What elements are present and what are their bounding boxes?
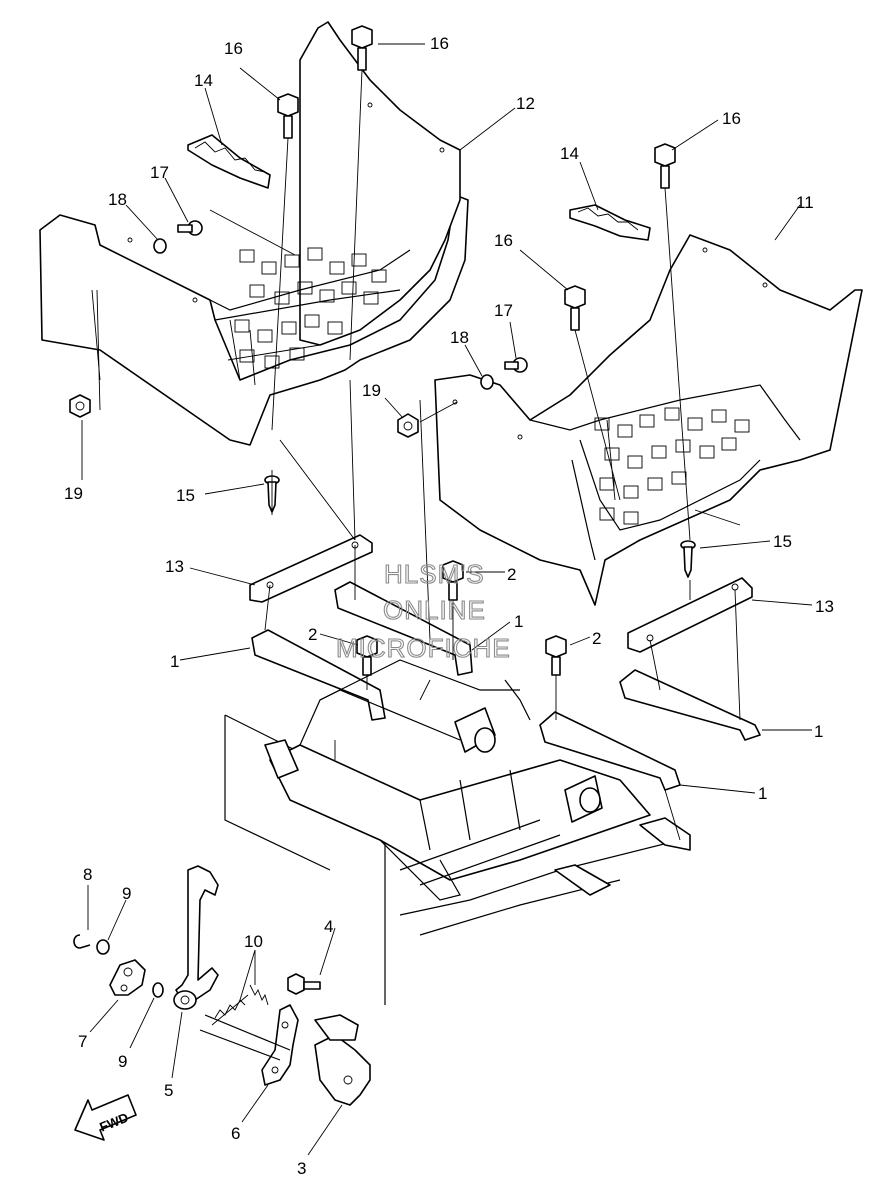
bracket-1-right-upper <box>619 669 761 741</box>
left-footrest-grid <box>234 247 387 369</box>
left-tread <box>187 134 271 189</box>
callout-label: 16 <box>722 109 741 128</box>
plate-13-left <box>249 534 373 603</box>
callout-label: 16 <box>224 39 243 58</box>
brake-pedal-5 <box>173 865 219 1010</box>
callout-label: 7 <box>78 1032 87 1051</box>
bracket-1-right-lower <box>539 711 681 791</box>
callout-label: 1 <box>514 612 523 631</box>
lever-3 <box>314 1014 371 1106</box>
callout-label: 4 <box>324 917 333 936</box>
bolt-16a <box>351 25 373 71</box>
callout-label: 15 <box>176 486 195 505</box>
nut-19a <box>69 394 91 418</box>
callout-label: 5 <box>164 1081 173 1100</box>
callout-label: 13 <box>165 557 184 576</box>
watermark-line-3: MICROFICHE <box>336 633 511 663</box>
callout-label: 1 <box>758 784 767 803</box>
bolt-16c <box>654 143 676 189</box>
callout-label: 9 <box>122 884 131 903</box>
callout-label: 3 <box>297 1159 306 1178</box>
callout-label: 17 <box>494 301 513 320</box>
callout-label: 17 <box>150 163 169 182</box>
bolt-4 <box>287 973 321 995</box>
callout-labels: 1 1 1 1 2 2 2 3 4 5 6 7 8 9 9 10 11 12 1… <box>64 34 834 1178</box>
callout-label: 11 <box>796 193 814 212</box>
fwd-arrow-icon: FWD <box>74 1094 137 1141</box>
bolt-2c <box>545 635 567 676</box>
callout-label: 14 <box>560 144 579 163</box>
plate-7 <box>109 959 146 996</box>
bolt-16d <box>564 285 586 331</box>
bracket-1-upper-left <box>334 581 473 676</box>
washer-18b <box>480 374 494 390</box>
right-footrest-board <box>434 234 863 606</box>
plate-13-right <box>627 577 753 653</box>
callout-label: 6 <box>231 1124 240 1143</box>
watermark-line-1: HLSM'S <box>384 559 485 589</box>
washer-18a <box>153 238 167 254</box>
vehicle-frame <box>224 659 691 1005</box>
washer-9a <box>96 939 110 955</box>
callout-label: 16 <box>494 231 513 250</box>
left-footrest-board <box>39 21 469 446</box>
right-tread <box>569 204 651 241</box>
callout-label: 2 <box>507 565 516 584</box>
callout-label: 13 <box>815 597 834 616</box>
callout-label: 9 <box>118 1052 127 1071</box>
callout-label: 19 <box>362 381 381 400</box>
callout-label: 1 <box>170 652 179 671</box>
nut-19b <box>397 413 419 438</box>
callout-label: 2 <box>308 625 317 644</box>
spring-10b <box>249 984 269 1006</box>
screw-17a <box>177 220 203 236</box>
callout-label: 10 <box>244 932 263 951</box>
pedal-link-6 <box>261 1004 299 1086</box>
watermark-line-2: ONLINE <box>383 595 486 625</box>
washer-9b <box>152 982 164 998</box>
clip-8 <box>73 934 91 949</box>
bolt-2b <box>356 635 378 676</box>
rivet-15b <box>680 540 696 578</box>
bolt-16b <box>277 93 299 139</box>
screw-17b <box>504 357 528 373</box>
bracket-1-left <box>251 629 386 721</box>
callout-label: 16 <box>430 34 449 53</box>
callout-label: 2 <box>592 629 601 648</box>
leader-lines <box>81 43 813 1156</box>
watermark: HLSM'S ONLINE MICROFICHE <box>335 558 511 663</box>
callout-label: 18 <box>108 190 127 209</box>
callout-label: 19 <box>64 484 83 503</box>
callout-label: 12 <box>516 94 535 113</box>
callout-label: 1 <box>814 722 823 741</box>
callout-label: 18 <box>450 328 469 347</box>
callout-label: 15 <box>773 532 792 551</box>
callout-label: 8 <box>83 865 92 884</box>
callout-label: 14 <box>194 71 213 90</box>
